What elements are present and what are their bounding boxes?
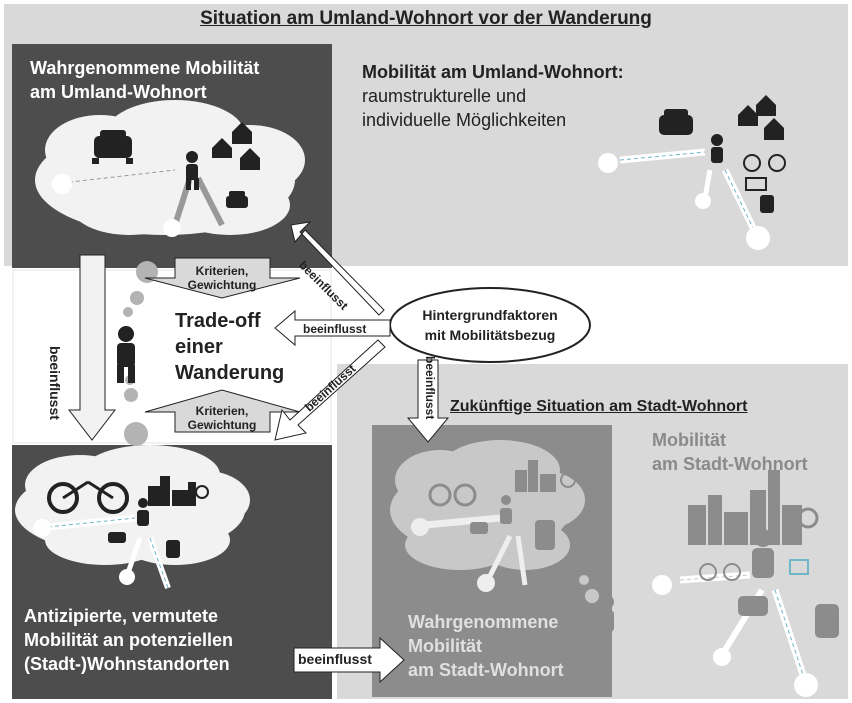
arrow-down [406, 359, 450, 443]
trade-off-frame [12, 269, 332, 444]
criteria-top-label: Kriterien, Gewichtung [187, 264, 257, 292]
mobility-umland-label: Mobilität am Umland-Wohnort: raumstruktu… [362, 62, 624, 130]
diagram-title: Situation am Umland-Wohnort vor der Wand… [200, 8, 652, 29]
trade-off-label: Trade-off einer Wanderung [175, 310, 285, 384]
trade-off-person-icon [117, 326, 135, 383]
anticipated-icons [33, 476, 209, 590]
arrow-label-down: beeinflusst [423, 356, 437, 420]
person-icon [186, 151, 199, 190]
anticipated-label: Antizipierte, vermutete Mobilität an pot… [24, 606, 234, 674]
perceived-stadt-label: Wahrgenommene Mobilität am Stadt-Wohnort [408, 612, 564, 680]
mobility-umland-icons [598, 95, 786, 250]
arrow-label-horiz: beeinflusst [303, 322, 367, 336]
arrow-horiz [274, 309, 391, 347]
houses-icon [212, 122, 260, 170]
arrow-diag-up [290, 221, 385, 316]
criteria-bottom-label: Kriterien, Gewichtung [187, 404, 257, 432]
small-car-icon [226, 191, 248, 208]
vertical-left-arrow [67, 254, 117, 441]
arrow-bottom [293, 636, 405, 684]
criteria-arrow-bottom [144, 389, 301, 433]
stadt-cloud-icons [411, 460, 614, 632]
arrow-label-vertical-left: beeinflusst [47, 346, 63, 420]
stadt-right-icons [652, 470, 839, 697]
criteria-arrow-top [144, 257, 301, 299]
arrow-diag-down [274, 339, 386, 441]
cloud-stadt [390, 440, 585, 570]
hintergrund-label: Hintergrundfaktoren mit Mobilitätsbezug [422, 307, 558, 343]
arrow-label-bottom: beeinflusst [298, 651, 372, 667]
mobility-stadt-label: Mobilität am Stadt-Wohnort [652, 430, 808, 474]
future-title: Zukünftige Situation am Stadt-Wohnort [450, 398, 748, 415]
car-icon [92, 130, 133, 164]
perceived-umland-label: Wahrgenommene Mobilität am Umland-Wohnor… [30, 58, 260, 102]
cloud-anticipated [15, 445, 250, 565]
